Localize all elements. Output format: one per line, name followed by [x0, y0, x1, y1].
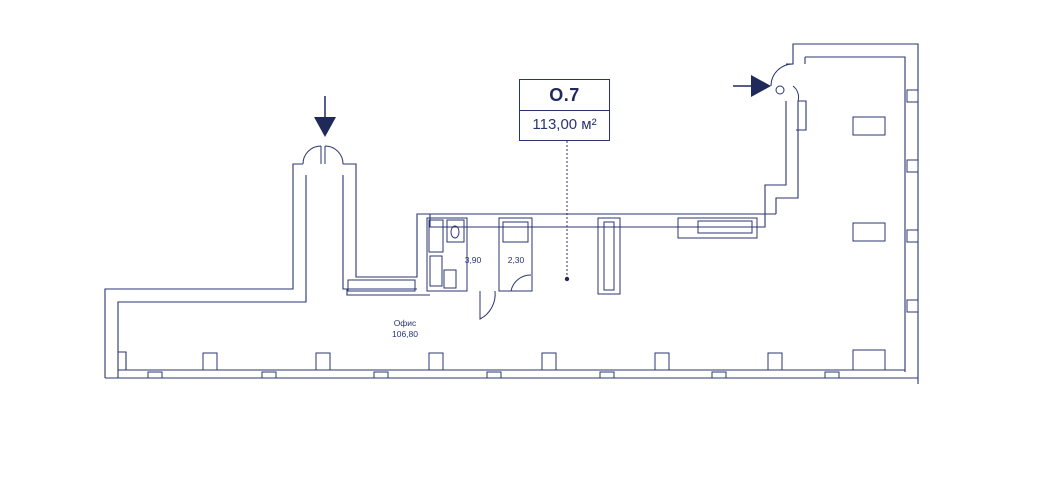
- divider: [520, 110, 609, 111]
- door-right: [770, 63, 799, 102]
- window: [852, 116, 886, 136]
- window: [315, 352, 331, 371]
- outer-wall: [104, 163, 303, 378]
- leader-dot: [564, 276, 570, 282]
- unit-label-box: О.7 113,00 м²: [519, 79, 610, 141]
- window: [541, 352, 557, 371]
- office-area: 106,80: [392, 329, 418, 339]
- unit-area: 113,00 м²: [532, 116, 597, 133]
- arrow-right-icon: [733, 75, 771, 97]
- office-name: Офис: [393, 318, 417, 328]
- window: [852, 222, 886, 242]
- office-label: Офис 106,80: [385, 318, 425, 340]
- wc-2: [498, 217, 533, 292]
- window: [202, 352, 218, 371]
- door-left: [302, 145, 344, 165]
- window: [428, 352, 444, 371]
- window: [654, 352, 670, 371]
- shaft: [677, 217, 758, 239]
- shaft: [597, 217, 621, 295]
- wc1-area: 3,90: [464, 255, 482, 265]
- wc2-area: 2,30: [507, 255, 525, 265]
- window: [852, 349, 886, 371]
- arrow-down-icon: [314, 96, 336, 137]
- unit-id: О.7: [549, 85, 580, 105]
- window: [767, 352, 783, 371]
